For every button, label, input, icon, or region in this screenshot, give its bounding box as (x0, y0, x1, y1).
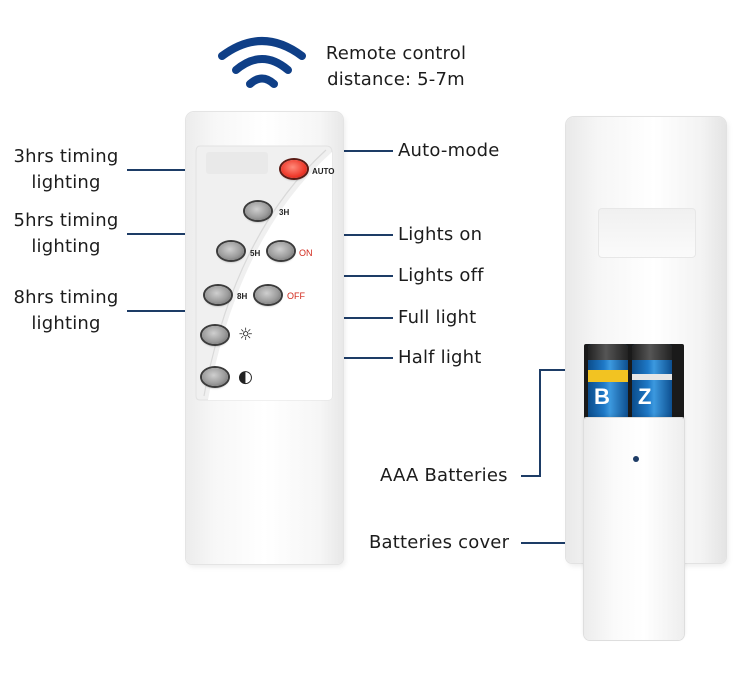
label-lights-off: Lights off (398, 265, 484, 286)
label-auto-mode: Auto-mode (398, 140, 500, 161)
battery-cover[interactable] (584, 418, 684, 640)
lights-off-button[interactable] (255, 286, 281, 304)
label-8h-line1: 8hrs timing (13, 287, 119, 308)
label-8h: 8hrs timing lighting (6, 285, 126, 337)
timer-3h-label: 3H (279, 208, 290, 217)
wifi-signal-icon (218, 37, 306, 88)
cover-dot (633, 456, 639, 462)
half-sun-icon: ◐ (238, 367, 253, 387)
full-light-button[interactable] (202, 326, 228, 344)
label-half-light: Half light (398, 347, 482, 368)
lights-on-button[interactable] (268, 242, 294, 260)
auto-button-label: AUTO (312, 167, 335, 176)
range-label-line2: distance: 5-7m (327, 69, 465, 90)
timer-3h-button[interactable] (245, 202, 271, 220)
button-panel (195, 145, 333, 401)
aaa-battery-left: B (588, 344, 628, 424)
label-5h-line2: lighting (31, 236, 101, 257)
label-3h-line1: 3hrs timing (13, 146, 119, 167)
lights-on-label: ON (299, 248, 313, 258)
label-5h: 5hrs timing lighting (6, 208, 126, 260)
label-3h-line2: lighting (31, 172, 101, 193)
half-light-button[interactable] (202, 368, 228, 386)
aaa-battery-right: Z (632, 344, 672, 424)
range-label-line1: Remote control (325, 43, 467, 64)
label-8h-line2: lighting (31, 313, 101, 334)
timer-5h-label: 5H (250, 249, 261, 258)
label-aaa-batteries: AAA Batteries (380, 465, 508, 486)
label-3h: 3hrs timing lighting (6, 144, 126, 196)
label-full-light: Full light (398, 307, 477, 328)
range-label: Remote control distance: 5-7m (316, 41, 476, 93)
sun-icon: ☼ (238, 325, 254, 345)
label-lights-on: Lights on (398, 224, 483, 245)
timer-5h-button[interactable] (218, 242, 244, 260)
label-5h-line1: 5hrs timing (13, 210, 119, 231)
back-recess (598, 208, 696, 258)
auto-button[interactable] (281, 160, 307, 178)
lights-off-label: OFF (287, 291, 305, 301)
timer-8h-button[interactable] (205, 286, 231, 304)
timer-8h-label: 8H (237, 292, 248, 301)
label-batteries-cover: Batteries cover (369, 532, 510, 553)
